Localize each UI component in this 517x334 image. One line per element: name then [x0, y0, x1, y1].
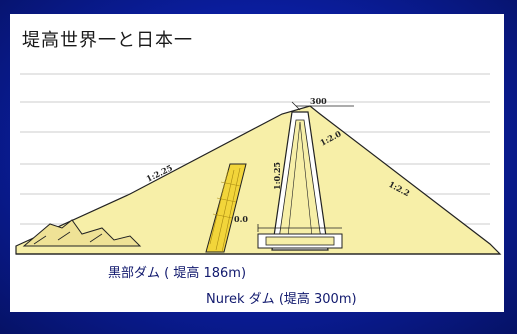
core-slope-label: 1:0.25: [272, 162, 282, 190]
upstream-toe-rubble: [22, 219, 142, 247]
nurek-dam-caption: Nurek ダム (堤高 300m): [206, 292, 357, 307]
dam-cross-section-diagram: 300 1:2.25 1:2.0 1:2.2 1:0.25 0.0: [15, 73, 502, 255]
kurobe-dam-caption: 黒部ダム ( 堤高 186m): [108, 266, 247, 281]
base-marker-label: 0.0: [234, 214, 248, 224]
dimension-lines: [257, 101, 354, 232]
slide-title: 堤高世界一と日本一: [22, 30, 193, 51]
crest-height-label: 300: [310, 96, 327, 106]
